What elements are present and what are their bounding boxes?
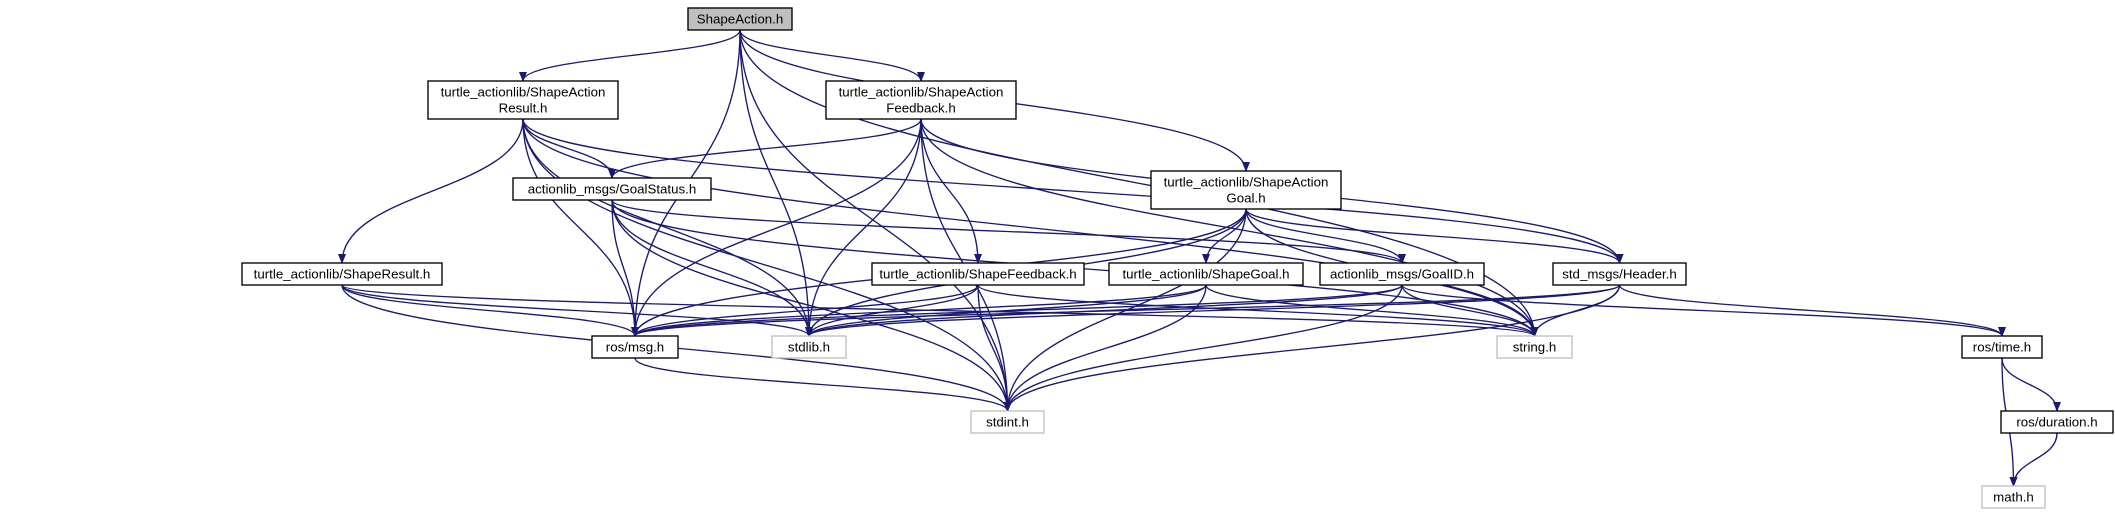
edge-header-to-stdlib xyxy=(805,284,1621,337)
edge-action_result-to-stdint xyxy=(522,118,1012,412)
edge-action_feedback-to-stdlib xyxy=(805,118,922,337)
node-label-line: stdlib.h xyxy=(788,340,830,355)
edge-ros_time-to-ros_duration xyxy=(2001,357,2061,412)
node-label: ros/time.h xyxy=(1973,340,2031,355)
node-label: string.h xyxy=(1513,340,1557,355)
node-label-line: math.h xyxy=(1993,490,2034,505)
node-goal-id[interactable]: actionlib_msgs/GoalID.h xyxy=(1319,262,1485,286)
edge-action_result-to-shape_result xyxy=(338,118,524,264)
edge-action_result-to-stdlib xyxy=(522,118,813,337)
node-label-line: turtle_actionlib/ShapeResult.h xyxy=(254,267,431,282)
node-label-line: turtle_actionlib/ShapeAction xyxy=(839,85,1004,100)
node-ros-duration[interactable]: ros/duration.h xyxy=(2000,410,2114,434)
node-label-line: turtle_actionlib/ShapeAction xyxy=(1164,175,1329,190)
edge-ros_msg-to-stdint xyxy=(634,357,1012,412)
node-label: ShapeAction.h xyxy=(697,12,784,27)
node-label: turtle_actionlib/ShapeGoal.h xyxy=(1122,267,1289,282)
edge-action_result-to-string xyxy=(522,118,1539,337)
node-label-line: actionlib_msgs/GoalStatus.h xyxy=(528,182,697,197)
edge-action_feedback-to-ros_msg xyxy=(631,118,922,337)
edge-action_goal-to-goal_id xyxy=(1245,208,1406,264)
node-label-line: Result.h xyxy=(499,101,548,116)
edge-action_goal-to-header xyxy=(1245,208,1624,264)
edge-shape_feedback-to-stdint xyxy=(977,284,1012,412)
edge-shape_feedback-to-stdlib xyxy=(805,284,979,337)
edge-action_result-to-header xyxy=(522,118,1624,264)
node-shape-result[interactable]: turtle_actionlib/ShapeResult.h xyxy=(241,262,443,286)
node-label: stdlib.h xyxy=(788,340,830,355)
node-math: math.h xyxy=(1981,485,2046,509)
node-label-line: ros/time.h xyxy=(1973,340,2031,355)
node-label-line: stdint.h xyxy=(986,415,1029,430)
edge-goal_status-to-ros_msg xyxy=(611,199,639,337)
edge-goal_status-to-stdint xyxy=(611,199,1012,412)
edge-header-to-ros_time xyxy=(1618,284,2006,337)
node-label: turtle_actionlib/ShapeResult.h xyxy=(254,267,431,282)
node-shape-goal[interactable]: turtle_actionlib/ShapeGoal.h xyxy=(1108,262,1304,286)
node-label-line: turtle_actionlib/ShapeAction xyxy=(441,85,606,100)
edge-goal_id-to-string xyxy=(1401,284,1539,337)
node-goal-status[interactable]: actionlib_msgs/GoalStatus.h xyxy=(512,177,712,201)
node-label-line: ShapeAction.h xyxy=(697,12,784,27)
edge-header-to-string xyxy=(1530,284,1621,337)
edge-shape_goal-to-string xyxy=(1205,284,1539,337)
node-std-msgs-header[interactable]: std_msgs/Header.h xyxy=(1552,262,1687,286)
node-label: stdint.h xyxy=(986,415,1029,430)
edge-action_feedback-to-string xyxy=(920,118,1539,337)
edge-shape_action-to-string xyxy=(739,29,1539,337)
edge-shape_result-to-ros_msg xyxy=(341,284,639,337)
node-label-line: turtle_actionlib/ShapeFeedback.h xyxy=(879,267,1076,282)
edge-shape_result-to-string xyxy=(341,284,1539,337)
edge-goal_status-to-goal_id xyxy=(611,199,1406,264)
node-stdint: stdint.h xyxy=(970,410,1045,434)
edge-shape_action-to-stdlib xyxy=(739,29,813,337)
edge-goal_id-to-stdint xyxy=(1003,284,1403,412)
edge-shape_action-to-action_feedback xyxy=(739,29,925,82)
node-label-line: ros/msg.h xyxy=(606,340,664,355)
node-label: actionlib_msgs/GoalStatus.h xyxy=(528,182,697,197)
edge-action_feedback-to-goal_status xyxy=(608,118,922,179)
node-label-line: turtle_actionlib/ShapeGoal.h xyxy=(1122,267,1289,282)
node-label-line: Feedback.h xyxy=(886,101,955,116)
edge-shape_action-to-action_result xyxy=(519,29,741,82)
node-label-line: Goal.h xyxy=(1226,191,1265,206)
edge-goal_status-to-stdlib xyxy=(611,199,813,337)
edge-goal_id-to-ros_time xyxy=(1401,284,2006,337)
node-shape-feedback[interactable]: turtle_actionlib/ShapeFeedback.h xyxy=(871,262,1085,286)
edge-action_feedback-to-shape_feedback xyxy=(920,118,982,264)
edge-shape_feedback-to-string xyxy=(977,284,1539,337)
node-label-line: string.h xyxy=(1513,340,1557,355)
header-nodes: ShapeAction.h turtle_actionlib/ShapeActi… xyxy=(241,7,2114,509)
edge-goal_id-to-ros_msg xyxy=(631,284,1403,337)
node-stdlib: stdlib.h xyxy=(771,335,847,359)
edge-shape_feedback-to-ros_msg xyxy=(631,284,979,337)
node-ros-msg[interactable]: ros/msg.h xyxy=(591,335,679,359)
node-shape-action[interactable]: ShapeAction.h xyxy=(687,7,793,31)
node-label-line: std_msgs/Header.h xyxy=(1562,267,1677,282)
edge-action_result-to-ros_msg xyxy=(522,118,639,337)
node-label-line: ros/duration.h xyxy=(2016,415,2097,430)
node-label: ros/msg.h xyxy=(606,340,664,355)
edge-ros_duration-to-math xyxy=(2009,432,2058,487)
node-string: string.h xyxy=(1496,335,1573,359)
edge-shape_action-to-stdint xyxy=(739,29,1012,412)
node-label: std_msgs/Header.h xyxy=(1562,267,1677,282)
node-ros-time[interactable]: ros/time.h xyxy=(1961,335,2043,359)
node-label-line: actionlib_msgs/GoalID.h xyxy=(1330,267,1474,282)
node-label: math.h xyxy=(1993,490,2034,505)
edge-header-to-ros_msg xyxy=(631,284,1621,337)
node-label: ros/duration.h xyxy=(2016,415,2097,430)
edge-shape_goal-to-ros_msg xyxy=(631,284,1207,337)
node-label: turtle_actionlib/ShapeFeedback.h xyxy=(879,267,1076,282)
node-label: actionlib_msgs/GoalID.h xyxy=(1330,267,1474,282)
edge-shape_result-to-stdlib xyxy=(341,284,813,337)
